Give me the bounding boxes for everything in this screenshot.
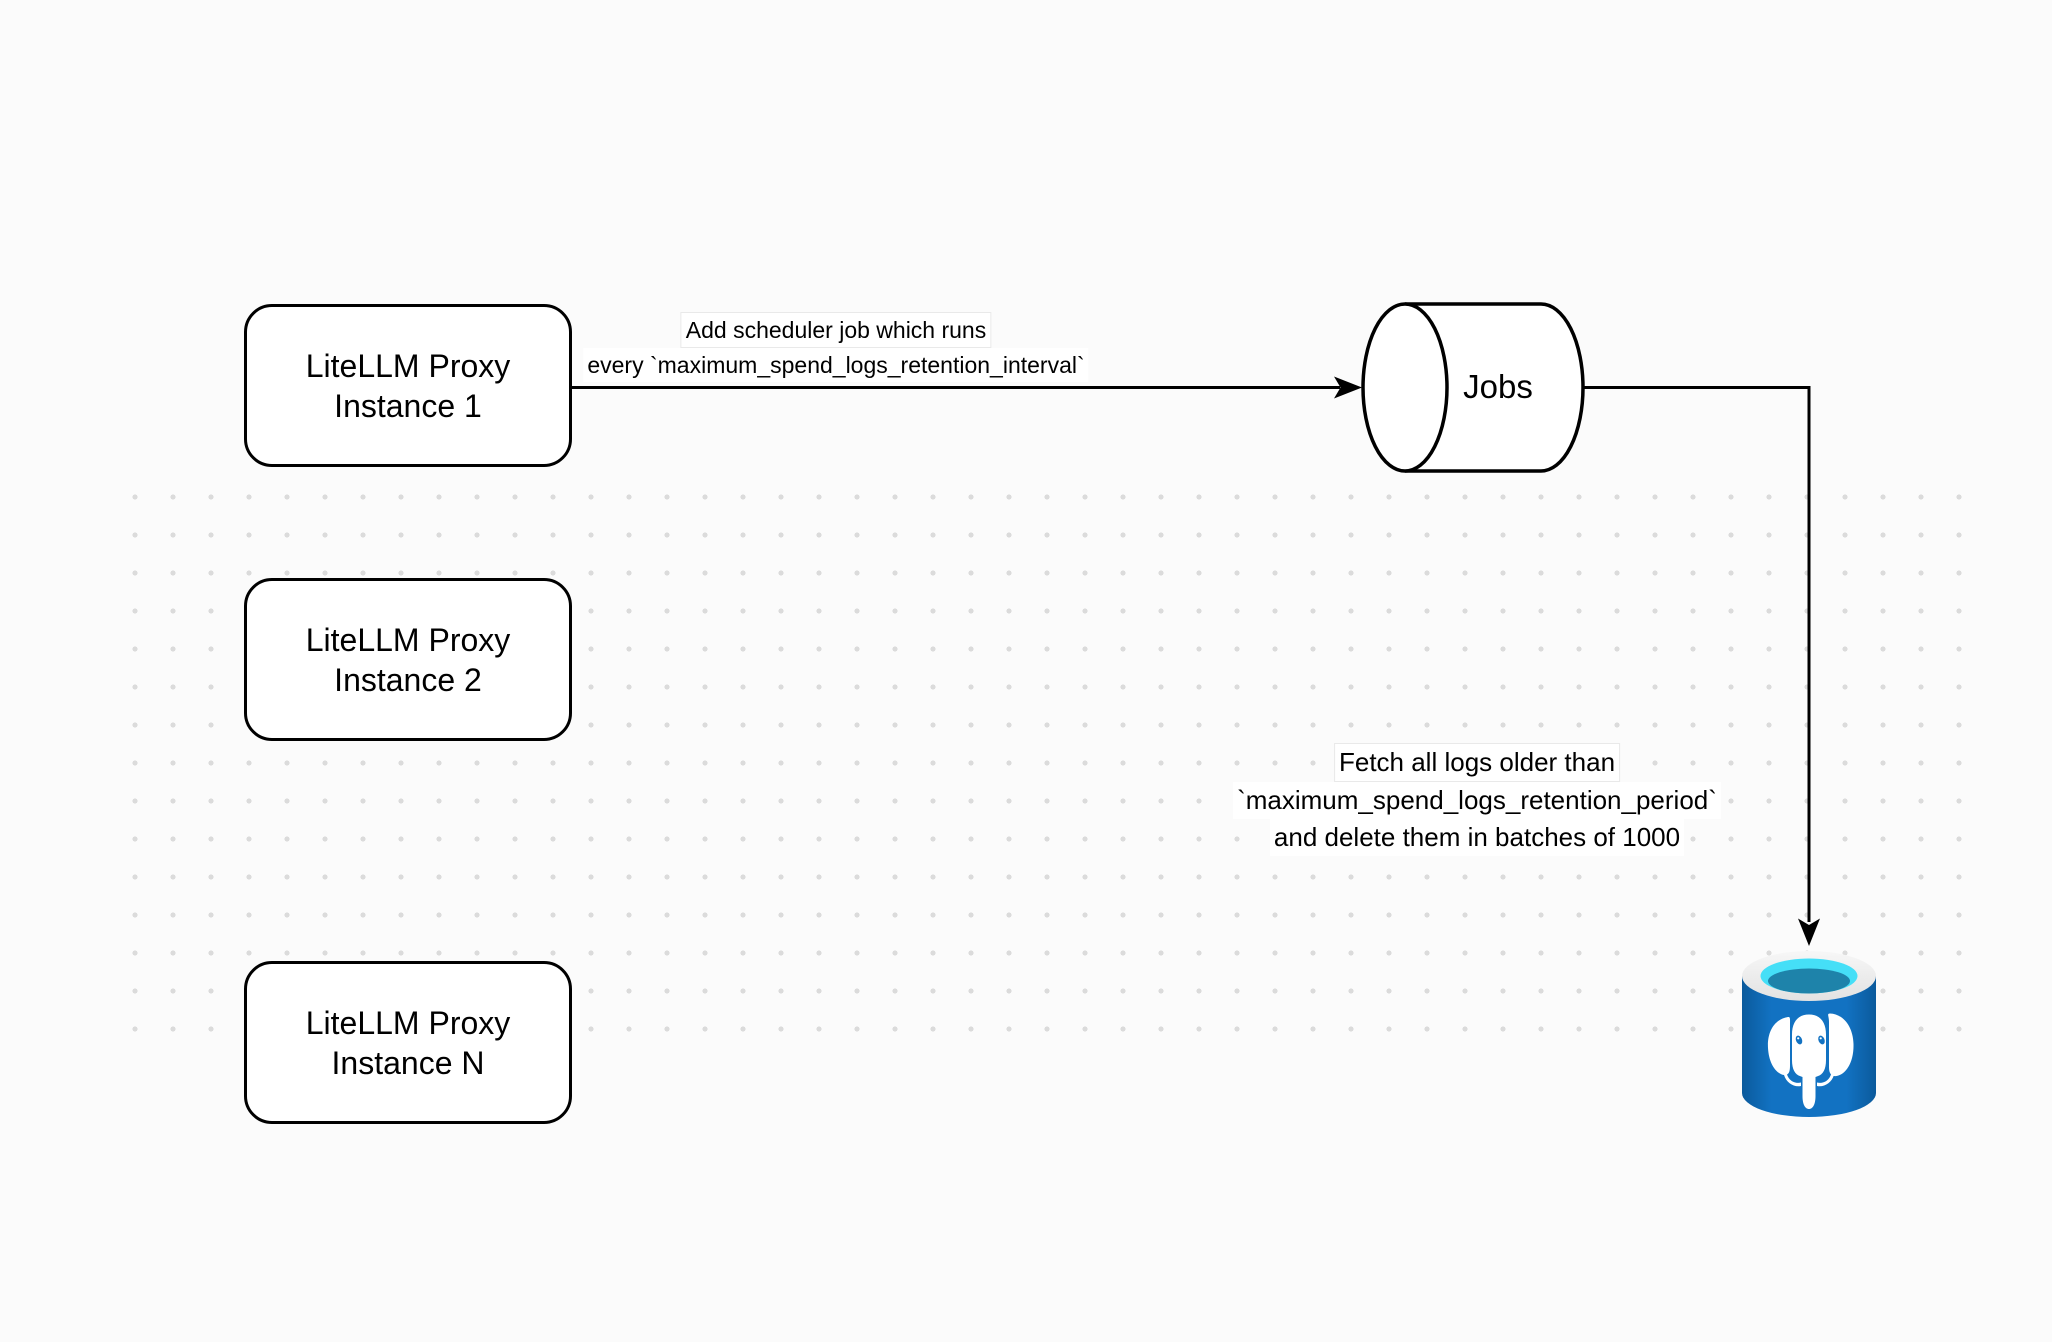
elephant-right-eye-glint — [1819, 1037, 1822, 1040]
node-label-line1: LiteLLM Proxy — [305, 621, 511, 658]
fetch-edge-label: Fetch all logs older than `maximum_spend… — [1233, 743, 1721, 856]
jobs-queue-cylinder-icon — [1361, 302, 1585, 473]
elephant-right-ear — [1828, 1013, 1854, 1077]
jobs-cylinder-left-face — [1361, 302, 1449, 473]
postgres-opening-liquid — [1768, 968, 1850, 994]
elephant-right-tusk — [1817, 1074, 1834, 1087]
postgresql-elephant-icon — [1767, 1013, 1854, 1109]
node-litellm-proxy-instance-1: LiteLLM Proxy Instance 1 — [244, 304, 572, 467]
jobs-queue-label: Jobs — [1463, 368, 1533, 405]
node-litellm-proxy-instance-n: LiteLLM Proxy Instance N — [244, 961, 572, 1124]
node-label-line1: LiteLLM Proxy — [305, 1004, 511, 1041]
node-label-line1: LiteLLM Proxy — [305, 347, 511, 384]
jobs-cylinder-outline — [1405, 302, 1585, 473]
fetch-edge-label-line2: `maximum_spend_logs_retention_period` — [1233, 782, 1721, 819]
fetch-edge-label-line3: and delete them in batches of 1000 — [1233, 819, 1721, 856]
elephant-left-ear — [1767, 1016, 1791, 1076]
fetch-edge-arrowhead-icon — [1798, 918, 1820, 946]
node-label-line2: Instance 1 — [334, 387, 482, 424]
postgresql-database-icon — [1742, 951, 1876, 1117]
node-label-line2: Instance N — [331, 1044, 485, 1081]
node-label-line2: Instance 2 — [334, 661, 482, 698]
fetch-edge-label-line1: Fetch all logs older than — [1233, 743, 1721, 782]
scheduler-edge-label-line2: every `maximum_spend_logs_retention_inte… — [583, 348, 1089, 382]
elephant-left-eye-glint — [1797, 1037, 1800, 1040]
elephant-left-tusk — [1784, 1074, 1801, 1087]
scheduler-edge-label: Add scheduler job which runs every `maxi… — [583, 312, 1089, 382]
scheduler-edge-label-line1: Add scheduler job which runs — [583, 312, 1088, 348]
node-litellm-proxy-instance-2: LiteLLM Proxy Instance 2 — [244, 578, 572, 741]
jobs-cylinder-body — [1405, 304, 1583, 471]
